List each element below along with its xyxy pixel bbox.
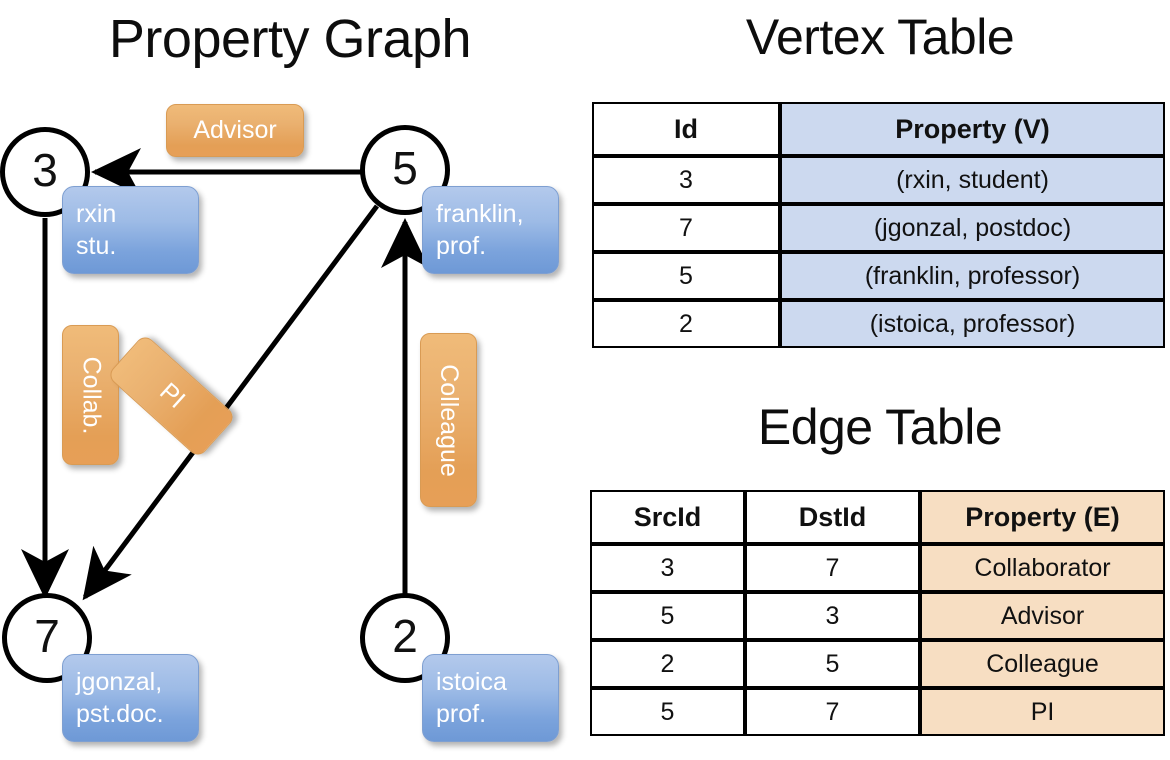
table-row[interactable]: 3 (rxin, student) — [592, 156, 1165, 204]
edge-row-2-property: Colleague — [920, 640, 1165, 688]
table-row[interactable]: 7 (jgonzal, postdoc) — [592, 204, 1165, 252]
edge-table-header-dstid: DstId — [745, 490, 920, 544]
table-row[interactable]: 5 3 Advisor — [590, 592, 1165, 640]
graph-node-2-label: 2 — [392, 610, 418, 662]
graph-node-7-property-line-2: pst.doc. — [76, 700, 164, 728]
vertex-row-0-property: (rxin, student) — [780, 156, 1165, 204]
graph-node-7-label: 7 — [34, 610, 60, 662]
graph-node-2-property-box: istoica prof. — [422, 654, 559, 742]
vertex-row-3-id: 2 — [592, 300, 780, 348]
page-title-property-graph: Property Graph — [108, 9, 472, 69]
vertex-row-2-id: 5 — [592, 252, 780, 300]
edge-arrow-pi — [82, 204, 380, 601]
vertex-table: Id Property (V) 3 (rxin, student) 7 (jgo… — [592, 102, 1165, 348]
graph-node-7-property-box: jgonzal, pst.doc. — [62, 654, 199, 742]
edge-row-0-srcid: 3 — [590, 544, 745, 592]
vertex-row-2-property: (franklin, professor) — [780, 252, 1165, 300]
graph-node-5[interactable]: 5 — [360, 125, 450, 215]
graph-node-3-property-box: rxin stu. — [62, 186, 199, 274]
edge-row-3-srcid: 5 — [590, 688, 745, 736]
edge-row-3-property: PI — [920, 688, 1165, 736]
graph-node-7-property-line-1: jgonzal, — [76, 668, 163, 696]
vertex-row-3-property: (istoica, professor) — [780, 300, 1165, 348]
edge-row-0-dstid: 7 — [745, 544, 920, 592]
edge-row-1-srcid: 5 — [590, 592, 745, 640]
page-title-edge-table: Edge Table — [757, 399, 1003, 455]
edge-table-header-property: Property (E) — [920, 490, 1165, 544]
table-row[interactable]: 2 5 Colleague — [590, 640, 1165, 688]
table-row[interactable]: 2 (istoica, professor) — [592, 300, 1165, 348]
edge-label-colleague-text: Colleague — [435, 363, 463, 477]
graph-node-5-property-line-2: prof. — [436, 232, 487, 260]
table-row[interactable]: 3 7 Collaborator — [590, 544, 1165, 592]
edge-row-3-dstid: 7 — [745, 688, 920, 736]
edge-table-header-srcid: SrcId — [590, 490, 745, 544]
edge-label-advisor-text: Advisor — [193, 116, 277, 144]
graph-node-5-property-line-1: franklin, — [436, 200, 524, 228]
graph-node-2[interactable]: 2 — [360, 593, 450, 683]
vertex-row-1-id: 7 — [592, 204, 780, 252]
vertex-table-header-row: Id Property (V) — [592, 102, 1165, 156]
graph-node-3-property-line-2: stu. — [76, 232, 117, 260]
table-row[interactable]: 5 (franklin, professor) — [592, 252, 1165, 300]
vertex-row-1-property: (jgonzal, postdoc) — [780, 204, 1165, 252]
vertex-table-header-property: Property (V) — [780, 102, 1165, 156]
vertex-row-0-id: 3 — [592, 156, 780, 204]
edge-table: SrcId DstId Property (E) 3 7 Collaborato… — [590, 490, 1165, 736]
graph-node-3-property-line-1: rxin — [76, 200, 117, 228]
property-graph-diagram: 3 rxin stu. 5 franklin, prof. 7 jgonzal,… — [0, 104, 559, 742]
edge-label-collaborator: Collab. — [62, 325, 119, 465]
vertex-table-header-id: Id — [592, 102, 780, 156]
edge-label-collaborator-text: Collab. — [77, 356, 106, 434]
edge-row-2-srcid: 2 — [590, 640, 745, 688]
page-title-vertex-table: Vertex Table — [745, 9, 1015, 65]
graph-edge-arrows — [21, 148, 429, 601]
edge-row-1-dstid: 3 — [745, 592, 920, 640]
table-row[interactable]: 5 7 PI — [590, 688, 1165, 736]
graph-node-2-property-line-2: prof. — [436, 700, 487, 728]
graph-node-2-property-line-1: istoica — [436, 668, 507, 696]
edge-label-pi-text: PI — [153, 377, 190, 414]
edge-row-2-dstid: 5 — [745, 640, 920, 688]
edge-row-1-property: Advisor — [920, 592, 1165, 640]
graph-node-3-label: 3 — [32, 144, 58, 196]
graph-node-5-property-box: franklin, prof. — [422, 186, 559, 274]
edge-table-header-row: SrcId DstId Property (E) — [590, 490, 1165, 544]
edge-row-0-property: Collaborator — [920, 544, 1165, 592]
edge-label-advisor: Advisor — [166, 104, 304, 157]
graph-node-5-label: 5 — [392, 142, 418, 194]
edge-label-colleague: Colleague — [420, 333, 477, 507]
